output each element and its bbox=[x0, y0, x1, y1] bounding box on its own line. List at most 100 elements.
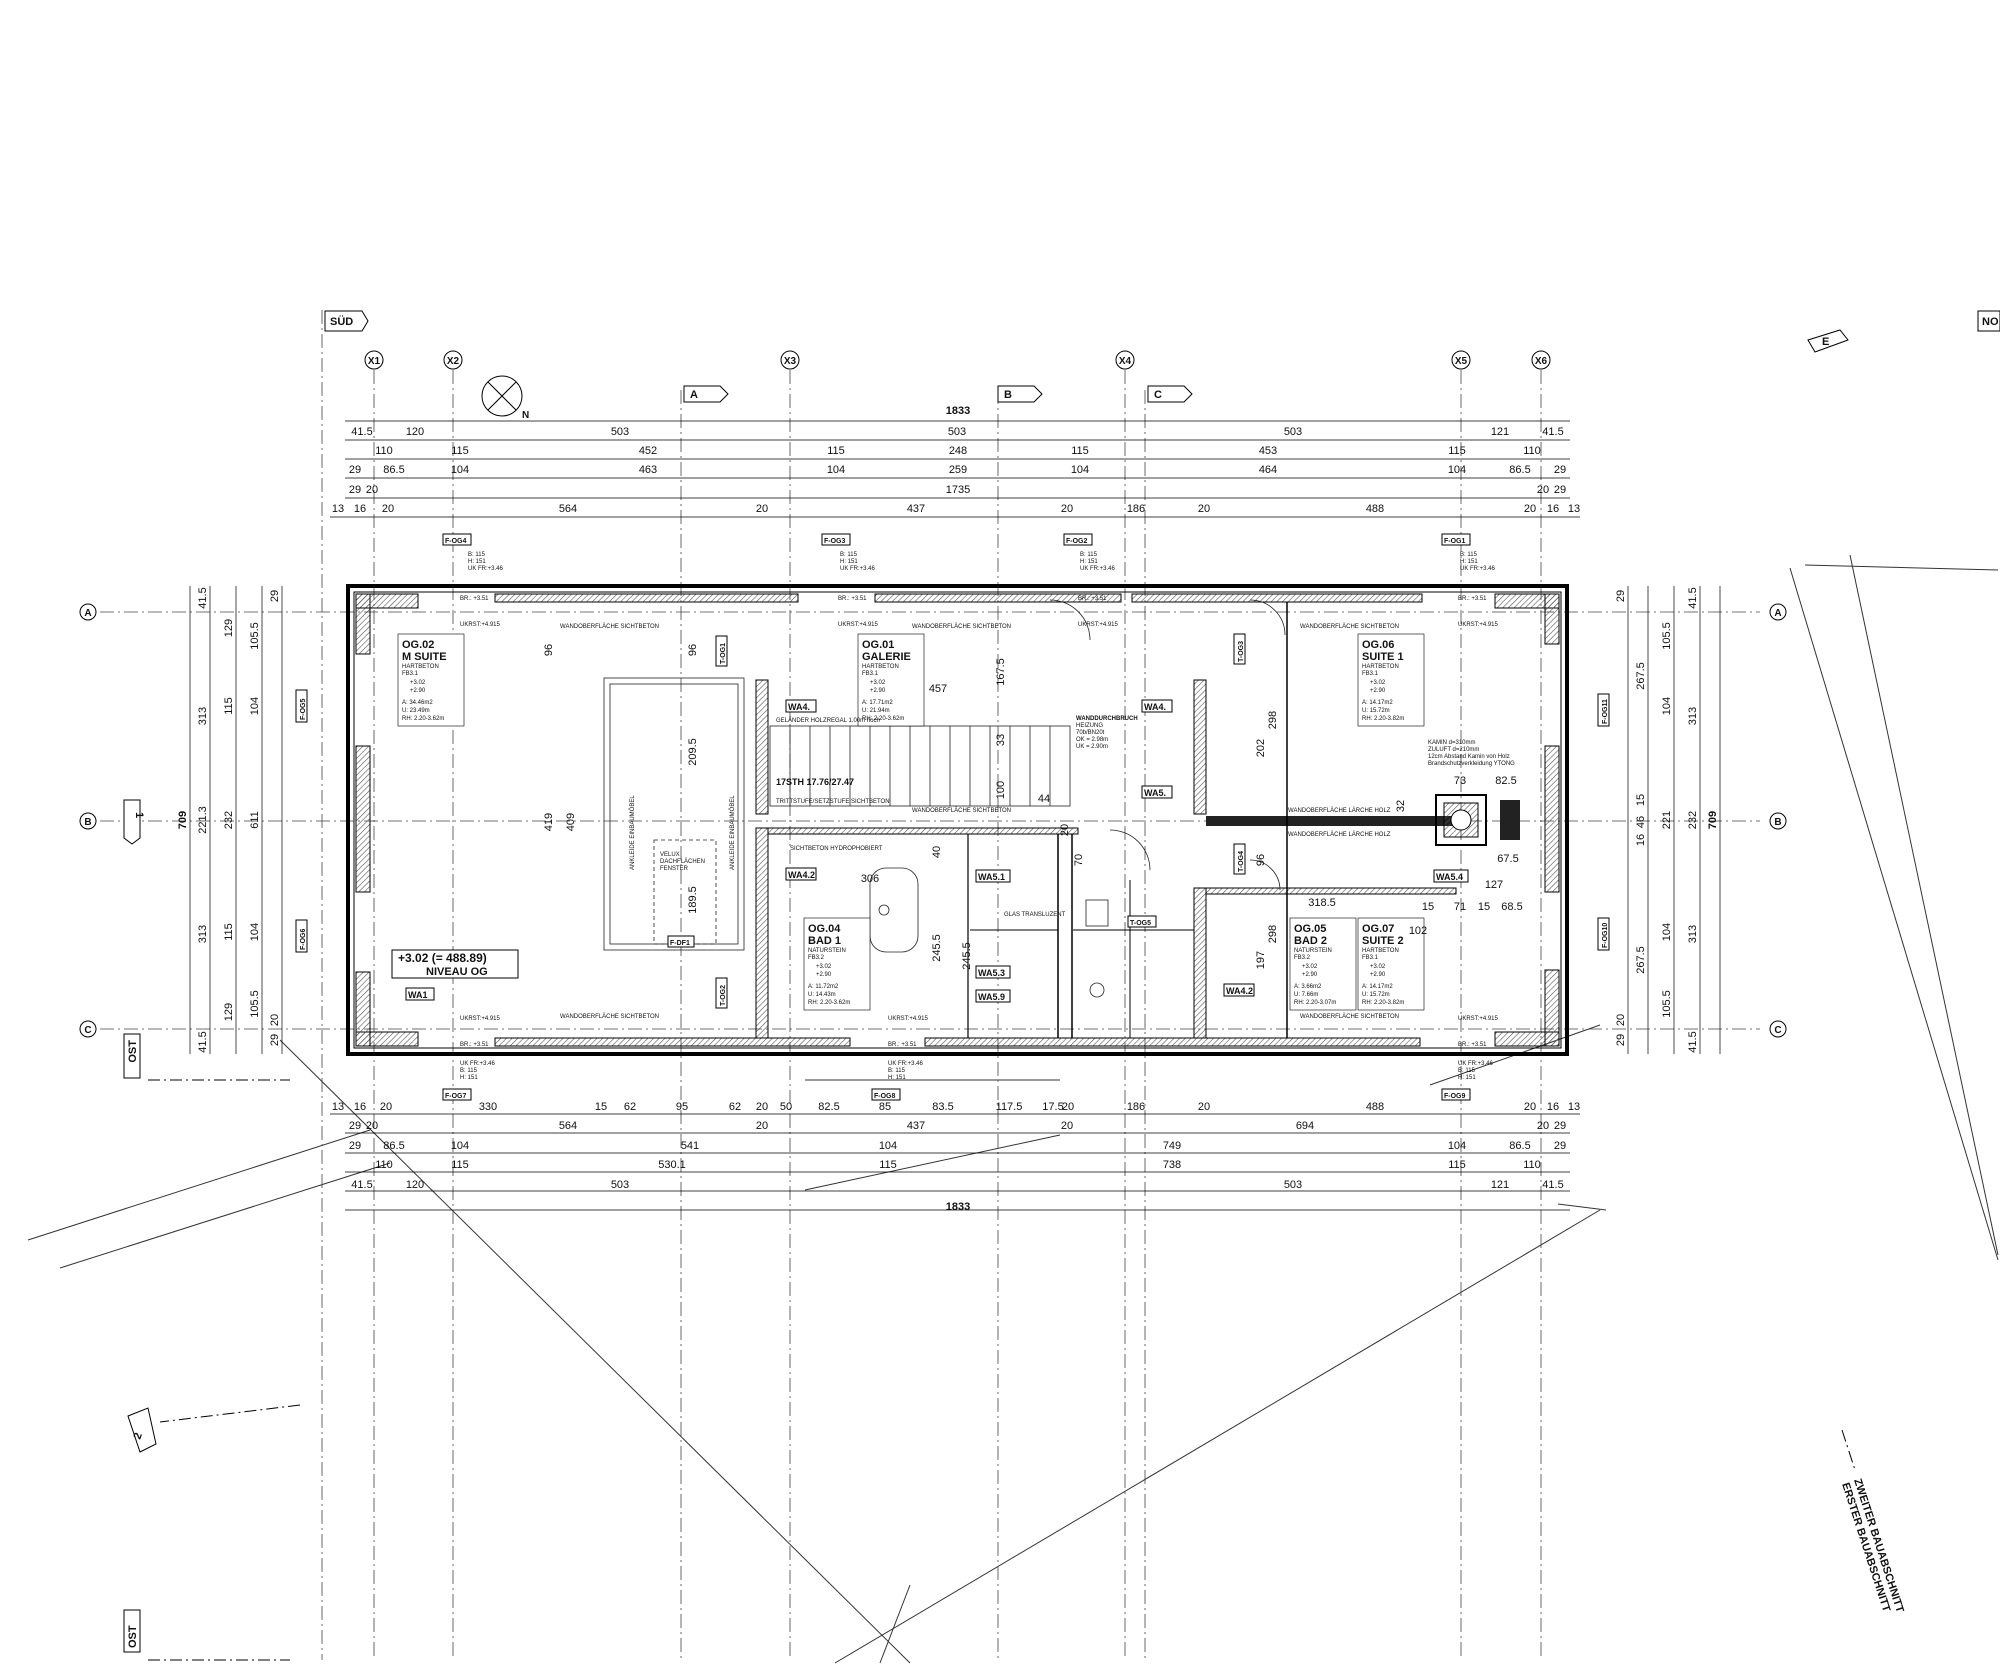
svg-text:20: 20 bbox=[1061, 503, 1073, 515]
svg-text:20: 20 bbox=[366, 484, 378, 496]
right-total: 709 bbox=[1707, 811, 1719, 829]
svg-text:197: 197 bbox=[1255, 951, 1267, 969]
svg-text:86.5: 86.5 bbox=[1509, 1140, 1530, 1152]
svg-text:20: 20 bbox=[1537, 484, 1549, 496]
svg-text:20: 20 bbox=[1524, 503, 1536, 515]
svg-text:20: 20 bbox=[1062, 1101, 1074, 1113]
svg-text:FB3.1: FB3.1 bbox=[862, 671, 879, 677]
svg-text:HARTBETON: HARTBETON bbox=[402, 664, 439, 670]
window-f-og3: F-OG3 bbox=[824, 538, 845, 545]
svg-text:U: 21.94m: U: 21.94m bbox=[862, 708, 890, 714]
svg-text:104: 104 bbox=[1448, 1140, 1466, 1152]
svg-text:488: 488 bbox=[1366, 503, 1384, 515]
svg-text:BAD 2: BAD 2 bbox=[1294, 935, 1327, 947]
svg-text:694: 694 bbox=[1296, 1120, 1314, 1132]
svg-text:BR.: +3.51: BR.: +3.51 bbox=[460, 596, 489, 602]
door-t-og2: T-OG2 bbox=[720, 985, 727, 1006]
svg-text:503: 503 bbox=[611, 1179, 629, 1191]
svg-text:RH: 2.20-3.62m: RH: 2.20-3.62m bbox=[862, 716, 904, 722]
svg-text:U: 23.49m: U: 23.49m bbox=[402, 708, 430, 714]
svg-text:611: 611 bbox=[249, 811, 261, 829]
svg-text:437: 437 bbox=[907, 1120, 925, 1132]
svg-text:29: 29 bbox=[1554, 1140, 1566, 1152]
site-lines bbox=[27, 554, 1999, 1664]
svg-text:115: 115 bbox=[223, 923, 235, 941]
svg-text:409: 409 bbox=[565, 813, 577, 831]
svg-text:120: 120 bbox=[406, 426, 424, 438]
axis-b-left: B bbox=[84, 817, 91, 828]
level-marker: +3.02 (= 488.89) NIVEAU OG bbox=[391, 949, 519, 979]
svg-text:86.5: 86.5 bbox=[383, 1140, 404, 1152]
svg-text:WA5.: WA5. bbox=[1144, 788, 1166, 798]
section-b: B bbox=[1004, 389, 1012, 401]
window-f-og4: F-OG4 bbox=[445, 538, 466, 545]
svg-text:29: 29 bbox=[1615, 1034, 1627, 1046]
axis-x3: X3 bbox=[784, 356, 797, 367]
svg-text:20: 20 bbox=[1061, 1120, 1073, 1132]
svg-text:115: 115 bbox=[1448, 445, 1466, 457]
svg-text:+2.90: +2.90 bbox=[1370, 688, 1386, 694]
wall-tags: WA4. WA4. WA4.2 WA4.2 WA5. WA5.1 WA5.3 W… bbox=[405, 699, 1469, 1003]
door-t-og3: T-OG3 bbox=[1238, 641, 1245, 662]
svg-text:NATURSTEIN: NATURSTEIN bbox=[808, 948, 846, 954]
window-f-og9: F-OG9 bbox=[1444, 1093, 1465, 1100]
axis-x2: X2 bbox=[447, 356, 460, 367]
axis-x4: X4 bbox=[1119, 356, 1132, 367]
svg-text:B: 115: B: 115 bbox=[888, 1068, 906, 1074]
svg-text:503: 503 bbox=[1284, 426, 1302, 438]
window-f-df1: F-DF1 bbox=[670, 940, 690, 947]
svg-text:RH: 2.20-3.62m: RH: 2.20-3.62m bbox=[808, 1000, 850, 1006]
svg-text:73: 73 bbox=[1454, 775, 1466, 787]
svg-text:221: 221 bbox=[1661, 811, 1673, 829]
svg-text:UK FR:+3.46: UK FR:+3.46 bbox=[840, 566, 876, 572]
svg-text:OG.01: OG.01 bbox=[862, 639, 894, 651]
svg-text:H: 151: H: 151 bbox=[468, 559, 486, 565]
svg-text:419: 419 bbox=[543, 813, 555, 831]
svg-text:WANDOBERFLÄCHE SICHTBETON: WANDOBERFLÄCHE SICHTBETON bbox=[560, 1013, 659, 1020]
svg-text:15: 15 bbox=[595, 1101, 607, 1113]
svg-text:298: 298 bbox=[1267, 711, 1279, 729]
svg-text:259: 259 bbox=[949, 464, 967, 476]
svg-text:SICHTBETON HYDROPHOBIERT: SICHTBETON HYDROPHOBIERT bbox=[790, 846, 883, 852]
svg-text:A: 11.72m2: A: 11.72m2 bbox=[808, 984, 839, 990]
svg-text:SUITE 1: SUITE 1 bbox=[1362, 651, 1404, 663]
svg-text:453: 453 bbox=[1259, 445, 1277, 457]
svg-text:H: 151: H: 151 bbox=[1080, 559, 1098, 565]
svg-text:UKRST:+4.915: UKRST:+4.915 bbox=[460, 1016, 501, 1022]
svg-text:A: 34.46m2: A: 34.46m2 bbox=[402, 700, 433, 706]
svg-text:OK = 2.98m: OK = 2.98m bbox=[1076, 737, 1108, 743]
svg-text:WA5.4: WA5.4 bbox=[1436, 872, 1463, 882]
svg-text:457: 457 bbox=[929, 683, 947, 695]
svg-text:115: 115 bbox=[827, 445, 845, 457]
svg-text:U: 15.72m: U: 15.72m bbox=[1362, 992, 1390, 998]
axis-x5: X5 bbox=[1455, 356, 1468, 367]
svg-text:OG.05: OG.05 bbox=[1294, 923, 1326, 935]
svg-text:267.5: 267.5 bbox=[1635, 946, 1647, 974]
svg-text:WA4.: WA4. bbox=[788, 702, 810, 712]
svg-text:488: 488 bbox=[1366, 1101, 1384, 1113]
svg-text:H: 151: H: 151 bbox=[1458, 1075, 1476, 1081]
top-total: 1833 bbox=[946, 405, 970, 417]
svg-text:104: 104 bbox=[1661, 697, 1673, 715]
svg-text:20: 20 bbox=[1198, 1101, 1210, 1113]
svg-text:ZULUFT d=210mm: ZULUFT d=210mm bbox=[1428, 747, 1479, 753]
svg-text:330: 330 bbox=[479, 1101, 497, 1113]
svg-text:46: 46 bbox=[1635, 816, 1647, 828]
svg-text:WA4.2: WA4.2 bbox=[788, 870, 815, 880]
svg-text:29: 29 bbox=[1554, 484, 1566, 496]
svg-text:UK FR:+3.46: UK FR:+3.46 bbox=[1080, 566, 1116, 572]
svg-text:13: 13 bbox=[332, 1101, 344, 1113]
svg-text:KAMIN d=310mm: KAMIN d=310mm bbox=[1428, 740, 1476, 746]
svg-text:UK = 2.90m: UK = 2.90m bbox=[1076, 744, 1108, 750]
svg-text:OG.06: OG.06 bbox=[1362, 639, 1394, 651]
svg-text:68.5: 68.5 bbox=[1501, 901, 1522, 913]
svg-text:UK FR:+3.46: UK FR:+3.46 bbox=[468, 566, 504, 572]
svg-text:41.5: 41.5 bbox=[1542, 426, 1563, 438]
section-a: A bbox=[690, 389, 698, 401]
room-og05: OG.05 BAD 2 NATURSTEIN FB3.2 +3.02 +2.90… bbox=[1289, 917, 1357, 1011]
svg-text:129: 129 bbox=[223, 619, 235, 637]
svg-text:105.5: 105.5 bbox=[249, 990, 261, 1018]
svg-text:UK FR:+3.46: UK FR:+3.46 bbox=[460, 1061, 496, 1067]
svg-text:NIVEAU OG: NIVEAU OG bbox=[426, 966, 488, 978]
svg-text:41.5: 41.5 bbox=[351, 426, 372, 438]
